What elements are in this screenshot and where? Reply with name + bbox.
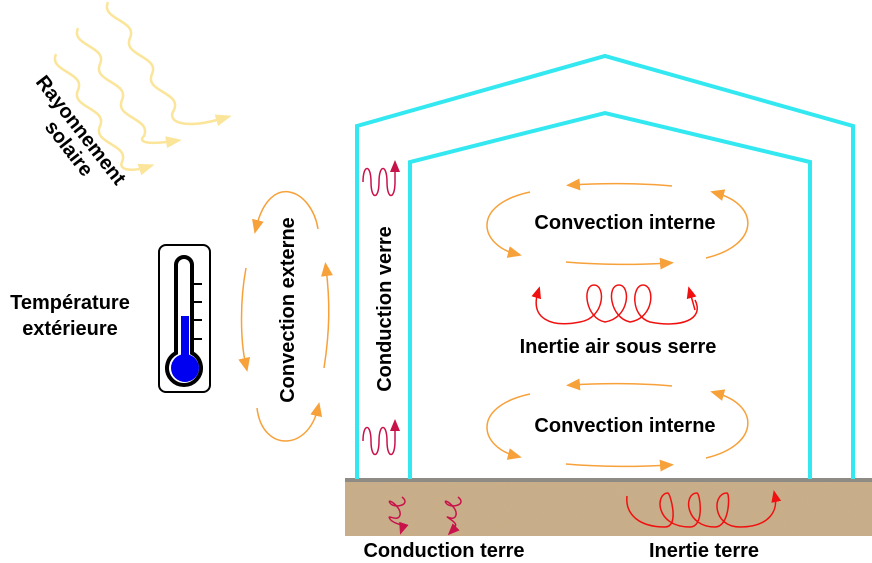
- external-convection-label: Convection externe: [277, 217, 299, 403]
- sun-ray-icon: [75, 27, 182, 149]
- sun-ray-icons: [53, 1, 232, 176]
- air-inertia-label: Inertie air sous serre: [520, 336, 717, 358]
- sun-ray-icon: [105, 1, 232, 127]
- internal-convection-label-bottom: Convection interne: [534, 415, 715, 437]
- ground-conduction-label: Conduction terre: [363, 540, 524, 562]
- air-inertia-arrow-icon: [686, 286, 697, 311]
- ground: [345, 478, 872, 536]
- outside-temperature-label-2: extérieure: [22, 318, 118, 340]
- sun-ray-icon: [53, 53, 155, 176]
- ground-inertia-spiral-icon: [626, 490, 782, 528]
- air-inertia-spiral-icon: [531, 284, 698, 325]
- external-convection-arrows: [238, 190, 333, 442]
- ground-conduction-wave-icons: [388, 496, 462, 536]
- internal-convection-label-top: Convection interne: [534, 212, 715, 234]
- internal-convection-arrows: [486, 178, 749, 472]
- glass-conduction-label: Conduction verre: [374, 226, 396, 392]
- glass-conduction-wave-icons: [362, 160, 400, 456]
- thermometer-icon: [158, 244, 211, 393]
- outside-temperature-label: Température: [10, 292, 130, 314]
- greenhouse-glass: [355, 53, 855, 479]
- ground-inertia-label: Inertie terre: [649, 540, 759, 562]
